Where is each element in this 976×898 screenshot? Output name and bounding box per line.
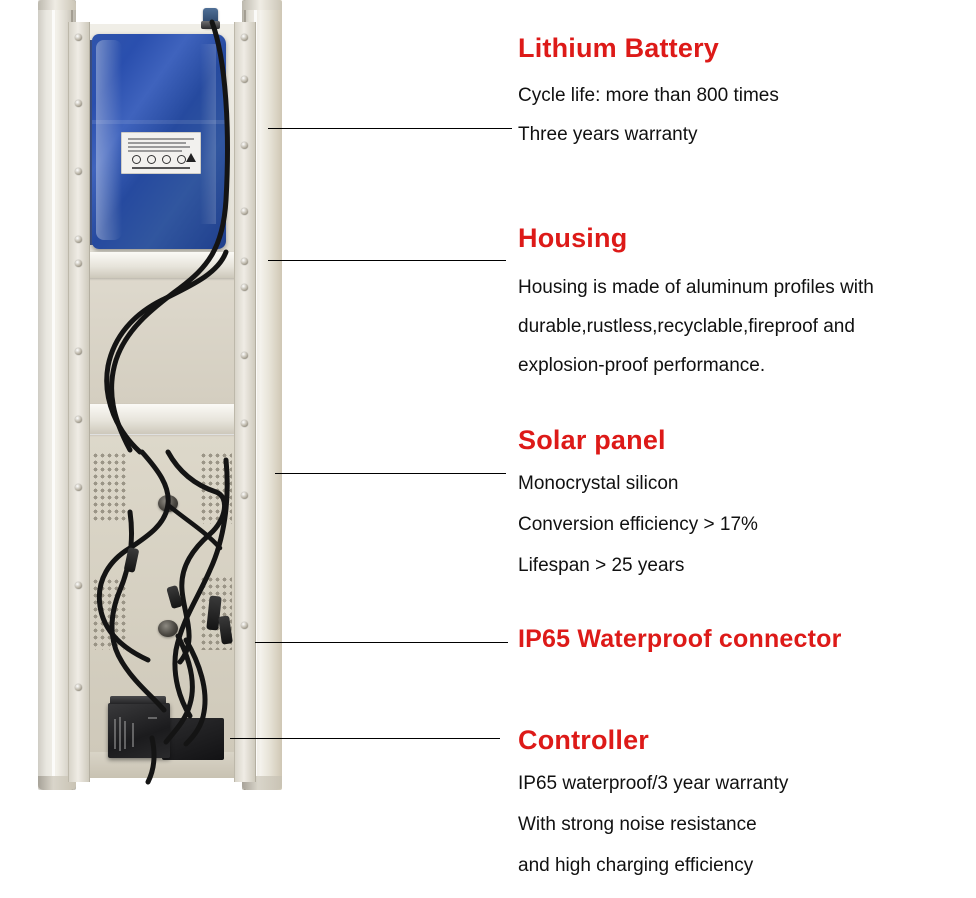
annotation-solar-panel: Solar panel Monocrystal silicon Conversi… (518, 425, 758, 576)
annotation-heading: IP65 Waterproof connector (518, 625, 842, 653)
annotation-line: Lifespan > 25 years (518, 555, 685, 577)
leader-line-solar (275, 473, 506, 474)
annotation-body: IP65 waterproof/3 year warranty With str… (518, 774, 788, 875)
leader-line-connector (255, 642, 508, 643)
annotation-controller: Controller IP65 waterproof/3 year warran… (518, 725, 788, 876)
annotation-line: explosion-proof performance. (518, 355, 766, 377)
battery-warning-label (121, 132, 201, 174)
perforation-block (92, 452, 126, 522)
annotation-heading: Controller (518, 725, 650, 755)
battery-side-edge (88, 40, 93, 245)
annotation-line: Housing is made of aluminum profiles wit… (518, 277, 874, 299)
mounting-strip-right (234, 22, 256, 782)
controller-mount-tab (110, 696, 166, 704)
leader-line-battery (268, 128, 512, 129)
label-icon (132, 155, 141, 164)
battery-highlight (200, 44, 216, 224)
annotation-body: Housing is made of aluminum profiles wit… (518, 278, 874, 375)
annotation-line: With strong noise resistance (518, 814, 757, 836)
annotation-ip65-connector: IP65 Waterproof connector (518, 625, 842, 653)
annotation-heading: Lithium Battery (518, 33, 720, 63)
annotation-line: Conversion efficiency > 17% (518, 514, 758, 536)
label-icon (177, 155, 186, 164)
annotation-lithium-battery: Lithium Battery Cycle life: more than 80… (518, 33, 779, 145)
wiring-harness (96, 19, 230, 785)
annotation-body: Cycle life: more than 800 times Three ye… (518, 86, 779, 144)
annotation-line: Three years warranty (518, 124, 698, 146)
battery-highlight (96, 40, 122, 240)
mounting-strip-left (68, 22, 90, 782)
annotation-line: Cycle life: more than 800 times (518, 85, 779, 107)
product-photo (30, 0, 292, 800)
annotation-line: IP65 waterproof/3 year warranty (518, 773, 789, 795)
leader-line-controller (230, 738, 500, 739)
annotation-heading: Housing (518, 223, 628, 253)
annotation-line: durable,rustless,recyclable,fireproof an… (518, 316, 855, 338)
annotation-body: Monocrystal silicon Conversion efficienc… (518, 474, 758, 575)
cable-grommet (158, 620, 178, 637)
leader-line-housing (268, 260, 506, 261)
label-warning-icon (186, 153, 196, 162)
battery-wrap-seam (92, 120, 226, 124)
lithium-battery-pack (92, 34, 226, 249)
label-icon (162, 155, 171, 164)
cross-brace-lower (80, 404, 242, 434)
controller-box (108, 696, 170, 758)
annotation-heading: Solar panel (518, 425, 666, 455)
annotation-line: and high charging efficiency (518, 855, 754, 877)
annotation-line: Monocrystal silicon (518, 473, 679, 495)
annotation-housing: Housing Housing is made of aluminum prof… (518, 223, 874, 376)
label-icon (147, 155, 156, 164)
